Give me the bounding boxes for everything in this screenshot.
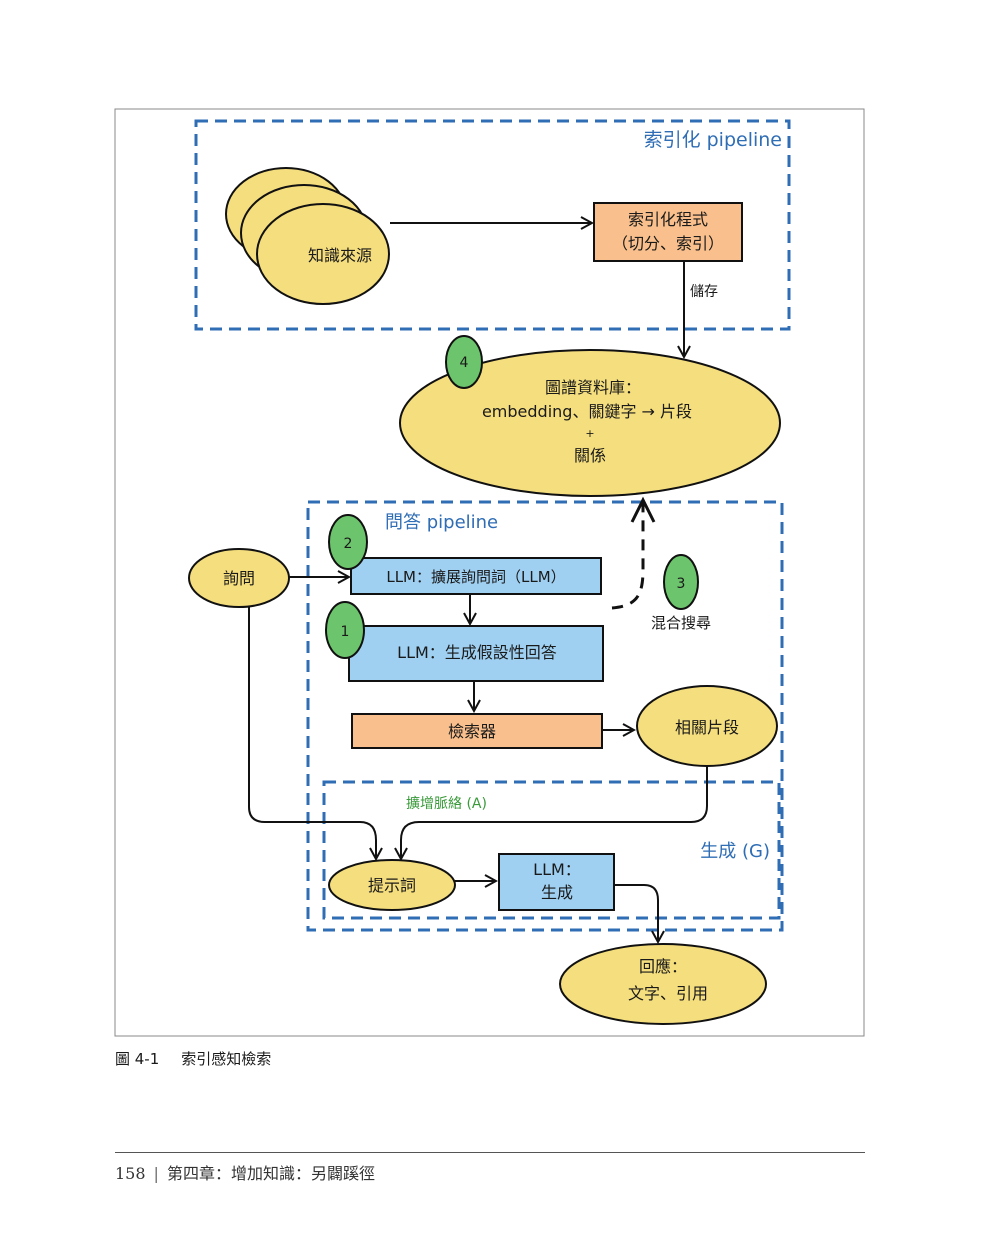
knowledge-source-label: 知識來源 bbox=[308, 246, 372, 265]
badge-1 bbox=[325, 601, 365, 659]
response-ellipse bbox=[559, 943, 767, 1025]
hybrid-search-arrow bbox=[611, 503, 645, 610]
figure-number: 圖 4-1 bbox=[115, 1050, 160, 1068]
response-line1: 回應： bbox=[639, 957, 687, 976]
figure-title: 索引感知檢索 bbox=[181, 1050, 272, 1068]
badge-4-label: 4 bbox=[460, 355, 469, 371]
prompt-ellipse bbox=[328, 859, 456, 911]
page-footer: 158 | 第四章：增加知識：另闢蹊徑 bbox=[115, 1160, 375, 1184]
figure-caption: 圖 4-1 索引感知檢索 bbox=[115, 1048, 271, 1069]
figure-frame bbox=[114, 108, 865, 1037]
badge-3 bbox=[663, 554, 699, 610]
response-line2: 文字、引用 bbox=[628, 984, 708, 1003]
index-pipeline-label: 索引化 pipeline bbox=[644, 129, 782, 151]
badge-3-label: 3 bbox=[677, 576, 686, 592]
graph-db-line1: 圖譜資料庫： bbox=[545, 378, 641, 397]
indexer-line2: （切分、索引） bbox=[612, 234, 724, 253]
qa-pipeline-box bbox=[306, 500, 784, 932]
badge-4 bbox=[445, 335, 483, 389]
arrow-query-to-prompt bbox=[248, 607, 376, 859]
generate-label: 生成 (G) bbox=[700, 841, 770, 862]
knowledge-source-stack bbox=[225, 167, 390, 305]
badge-2 bbox=[328, 514, 368, 570]
badge-2-label: 2 bbox=[344, 536, 353, 552]
qa-pipeline-label: 問答 pipeline bbox=[385, 512, 498, 533]
graph-db-ellipse bbox=[399, 349, 781, 497]
llm-expand-box bbox=[350, 557, 602, 595]
hybrid-search-label: 混合搜尋 bbox=[651, 614, 711, 632]
index-pipeline-box bbox=[194, 119, 791, 331]
hybrid-search-arrowhead bbox=[630, 496, 656, 523]
arrow-llm-to-response bbox=[614, 884, 658, 942]
store-label: 儲存 bbox=[690, 284, 718, 300]
indexer-box bbox=[593, 202, 743, 262]
generation-box bbox=[322, 780, 781, 920]
graph-db-line2: embedding、關鍵字 → 片段 bbox=[482, 402, 692, 421]
llm-hypo-label: LLM：生成假設性回答 bbox=[397, 643, 557, 662]
graph-db-line4: 關係 bbox=[574, 446, 606, 465]
llm-gen-box bbox=[498, 853, 615, 911]
page-number: 158 bbox=[115, 1164, 146, 1183]
llm-gen-line2: 生成 bbox=[541, 883, 573, 902]
query-label: 詢問 bbox=[223, 569, 255, 588]
llm-gen-line1: LLM： bbox=[533, 860, 581, 879]
prompt-label: 提示詞 bbox=[368, 876, 416, 895]
llm-hypo-box bbox=[348, 625, 604, 682]
retriever-label: 檢索器 bbox=[448, 722, 496, 741]
chapter-title: 第四章：增加知識：另闢蹊徑 bbox=[166, 1164, 375, 1183]
indexer-line1: 索引化程式 bbox=[628, 210, 708, 229]
arrow-chunks-to-prompt bbox=[401, 766, 708, 859]
footer-rule bbox=[115, 1152, 865, 1153]
llm-expand-label: LLM：擴展詢問詞（LLM） bbox=[386, 568, 565, 586]
augment-label: 擴增脈絡 (A) bbox=[406, 795, 487, 812]
graph-db-line3: + bbox=[585, 427, 594, 440]
relevant-chunks-label: 相關片段 bbox=[675, 718, 739, 737]
retriever-box bbox=[351, 713, 603, 749]
badge-1-label: 1 bbox=[341, 624, 350, 640]
footer-separator: | bbox=[153, 1164, 159, 1183]
